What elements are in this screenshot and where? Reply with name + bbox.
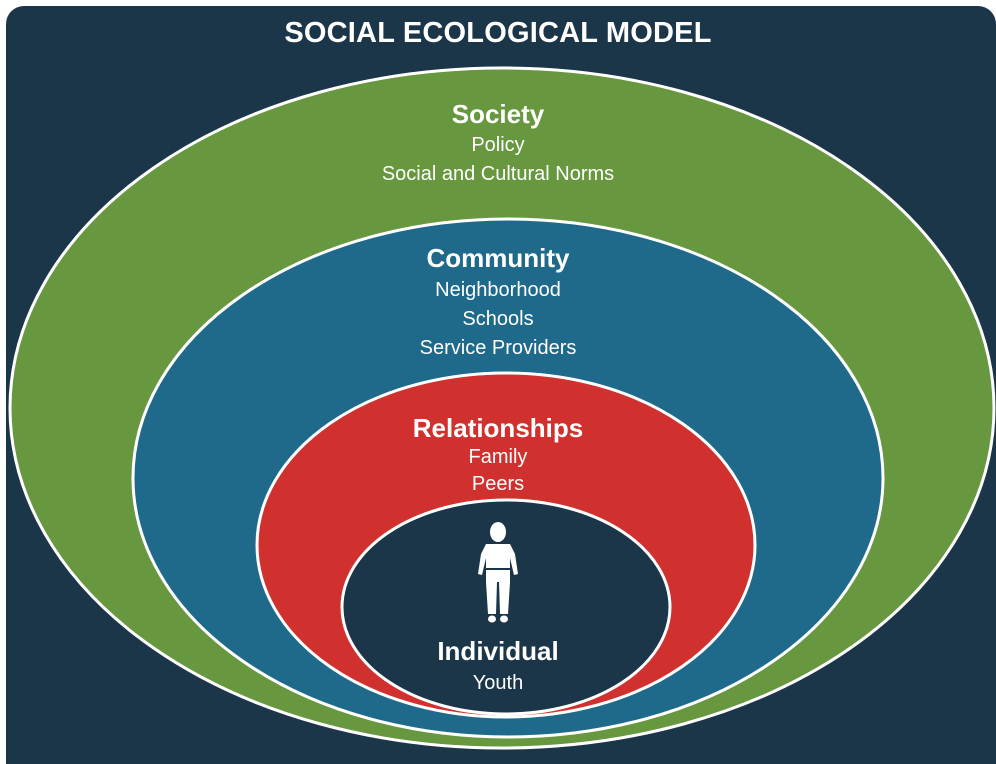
individual-heading: Individual <box>437 636 559 666</box>
community-heading: Community <box>426 243 570 273</box>
society-heading: Society <box>451 99 545 129</box>
community-item-service-providers: Service Providers <box>419 337 577 359</box>
individual-item-youth: Youth <box>472 672 524 694</box>
person-icon <box>478 522 518 623</box>
relationships-item-peers: Peers <box>471 473 525 495</box>
community-item-neighborhood: Neighborhood <box>435 279 561 301</box>
society-item-policy: Policy <box>471 134 525 156</box>
society-item-norms: Social and Cultural Norms <box>381 163 615 185</box>
relationships-heading: Relationships <box>412 413 584 443</box>
relationships-item-family: Family <box>468 446 528 468</box>
diagram-title: SOCIAL ECOLOGICAL MODEL <box>284 17 712 49</box>
community-item-schools: Schools <box>462 308 534 330</box>
